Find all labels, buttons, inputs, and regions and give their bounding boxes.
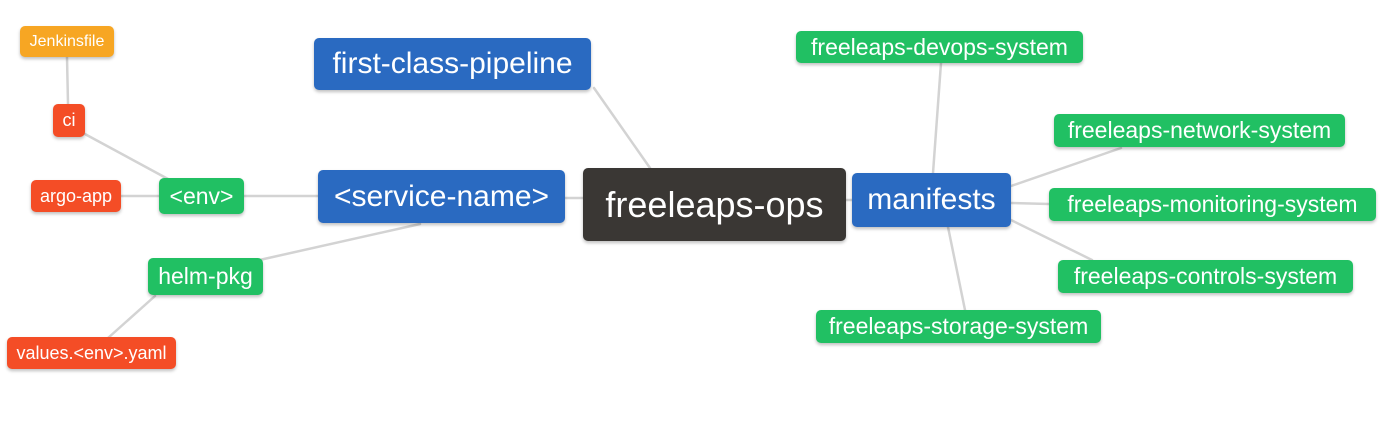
node-first-class-pipeline[interactable]: first-class-pipeline <box>314 38 591 90</box>
edge-service-name-helm-pkg <box>253 222 422 263</box>
edge-manifests-devops <box>931 61 943 175</box>
node-jenkinsfile[interactable]: Jenkinsfile <box>20 26 114 57</box>
node-network-system[interactable]: freeleaps-network-system <box>1054 114 1345 147</box>
node-ci[interactable]: ci <box>53 104 85 137</box>
node-helm-pkg[interactable]: helm-pkg <box>148 258 263 295</box>
node-values-env-yaml[interactable]: values.<env>.yaml <box>7 337 176 369</box>
edge-ci-env <box>81 131 170 181</box>
node-manifests[interactable]: manifests <box>852 173 1011 227</box>
edge-pipeline-ops <box>592 86 652 170</box>
edge-manifests-controls <box>1009 218 1094 262</box>
node-storage-system[interactable]: freeleaps-storage-system <box>816 310 1101 343</box>
node-service-name[interactable]: <service-name> <box>318 170 565 223</box>
node-monitoring-system[interactable]: freeleaps-monitoring-system <box>1049 188 1376 221</box>
node-devops-system[interactable]: freeleaps-devops-system <box>796 31 1083 63</box>
edge-helm-pkg-values-yaml <box>106 294 157 340</box>
edge-manifests-storage <box>946 225 967 312</box>
edge-jenkinsfile-ci <box>65 55 70 106</box>
edge-manifests-monitoring <box>1009 201 1051 206</box>
edge-manifests-network <box>1009 146 1123 188</box>
node-env[interactable]: <env> <box>159 178 244 214</box>
node-argo-app[interactable]: argo-app <box>31 180 121 212</box>
node-freeleaps-ops[interactable]: freeleaps-ops <box>583 168 846 241</box>
node-controls-system[interactable]: freeleaps-controls-system <box>1058 260 1353 293</box>
